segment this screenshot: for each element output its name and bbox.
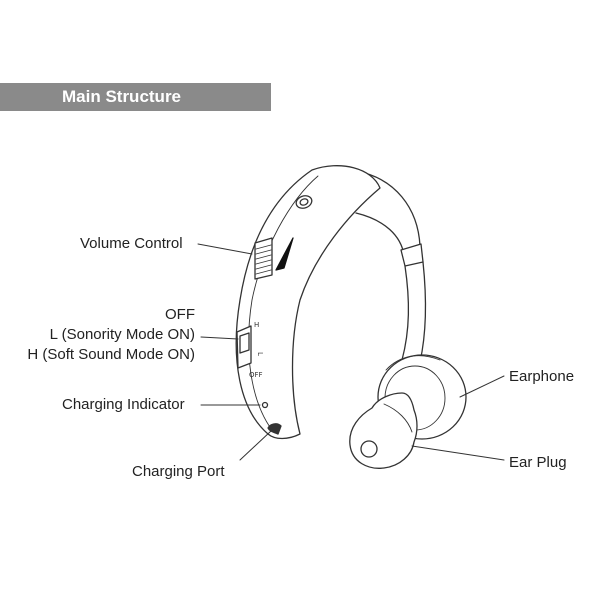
leader-earplug bbox=[411, 445, 505, 461]
microphone-hole bbox=[295, 195, 313, 209]
ear-plug-hole bbox=[360, 440, 378, 458]
leader-earphone bbox=[459, 375, 505, 398]
label-mode-l: L (Sonority Mode ON) bbox=[49, 326, 195, 343]
label-mode-h: H (Soft Sound Mode ON) bbox=[27, 346, 195, 363]
leader-port bbox=[239, 430, 272, 461]
section-title: Main Structure bbox=[62, 87, 182, 106]
label-volume-control: Volume Control bbox=[80, 235, 183, 252]
charging-indicator-led bbox=[261, 401, 269, 409]
ear-plug bbox=[349, 392, 418, 469]
volume-ramp-icon bbox=[275, 237, 294, 271]
label-charging-port: Charging Port bbox=[132, 463, 225, 480]
switch-mark-off: OFF bbox=[249, 371, 263, 379]
section-header-bar bbox=[0, 83, 271, 111]
hook-joint bbox=[400, 243, 424, 267]
label-charging-indicator: Charging Indicator bbox=[62, 396, 185, 413]
label-earphone: Earphone bbox=[509, 368, 575, 385]
volume-wheel-ridges bbox=[255, 244, 272, 275]
device-body bbox=[235, 165, 381, 440]
label-ear-plug: Ear Plug bbox=[509, 454, 567, 471]
switch-mark-l: L bbox=[256, 352, 264, 356]
leader-volume bbox=[197, 243, 253, 255]
charging-port bbox=[267, 423, 282, 435]
switch-mark-h: H bbox=[254, 321, 259, 329]
leader-mode bbox=[200, 336, 239, 340]
label-mode-off: OFF bbox=[165, 306, 195, 323]
